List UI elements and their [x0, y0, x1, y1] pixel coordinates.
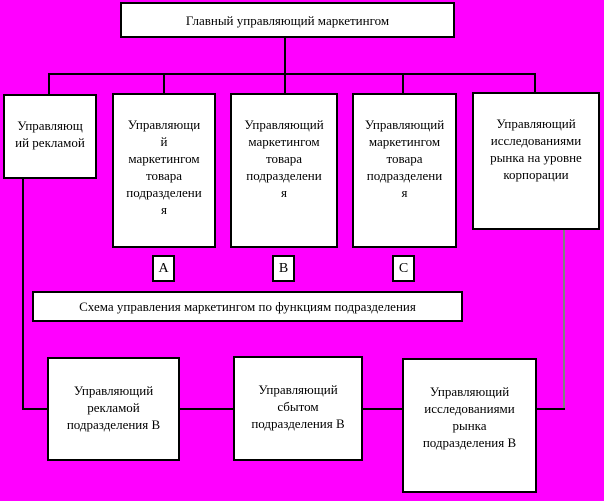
connector-rail-horizontal: [48, 73, 536, 75]
banner-scheme-title-label: Схема управления маркетингом по функциям…: [79, 299, 416, 314]
connector-top-vertical: [284, 37, 286, 74]
label-division-b-text: В: [278, 260, 289, 276]
box-chief-marketing-manager: Главный управляющий маркетингом: [120, 2, 455, 38]
box-advertising-manager-label: Управляющ ий рекламой: [15, 118, 85, 150]
connector-stub-4: [402, 73, 404, 94]
box-product-marketing-manager-c-label: Управляющий маркетингом товара подраздел…: [364, 117, 445, 200]
label-division-a: А: [152, 255, 175, 282]
box-product-marketing-manager-a-label: Управляющи й маркетингом товара подразде…: [126, 117, 202, 217]
box-market-research-division-b: Управляющий исследованиями рынка подразд…: [402, 358, 537, 493]
connector-bottom-bc: [363, 408, 402, 410]
label-division-c: С: [392, 255, 415, 282]
box-sales-manager-division-b: Управляющий сбытом подразделения В: [233, 356, 363, 461]
connector-stub-5: [534, 73, 536, 93]
box-sales-manager-division-b-label: Управляющий сбытом подразделения В: [251, 382, 345, 431]
box-product-marketing-manager-c: Управляющий маркетингом товара подраздел…: [352, 93, 457, 248]
label-division-c-text: С: [398, 260, 409, 276]
box-advertising-manager-division-b-label: Управляющий рекламой подразделения В: [66, 383, 161, 432]
box-product-marketing-manager-b: Управляющий маркетингом товара подраздел…: [230, 93, 338, 248]
connector-left-vertical: [22, 179, 24, 410]
box-advertising-manager: Управляющ ий рекламой: [3, 94, 97, 179]
box-market-research-corporate: Управляющий исследованиями рынка на уров…: [472, 92, 600, 230]
connector-right-vertical: [563, 230, 565, 410]
banner-scheme-title: Схема управления маркетингом по функциям…: [32, 291, 463, 322]
connector-bottom-right: [537, 408, 565, 410]
connector-stub-2: [163, 73, 165, 94]
label-division-a-text: А: [158, 260, 169, 276]
box-chief-marketing-manager-label: Главный управляющий маркетингом: [185, 12, 390, 28]
box-market-research-division-b-label: Управляющий исследованиями рынка подразд…: [422, 384, 517, 450]
connector-stub-1: [48, 73, 50, 95]
connector-stub-3: [284, 73, 286, 94]
connector-bottom-left: [22, 408, 49, 410]
box-advertising-manager-division-b: Управляющий рекламой подразделения В: [47, 357, 180, 461]
box-product-marketing-manager-a: Управляющи й маркетингом товара подразде…: [112, 93, 216, 248]
box-product-marketing-manager-b-label: Управляющий маркетингом товара подраздел…: [244, 117, 324, 200]
box-market-research-corporate-label: Управляющий исследованиями рынка на уров…: [490, 116, 582, 182]
label-division-b: В: [272, 255, 295, 282]
connector-bottom-ab: [180, 408, 233, 410]
